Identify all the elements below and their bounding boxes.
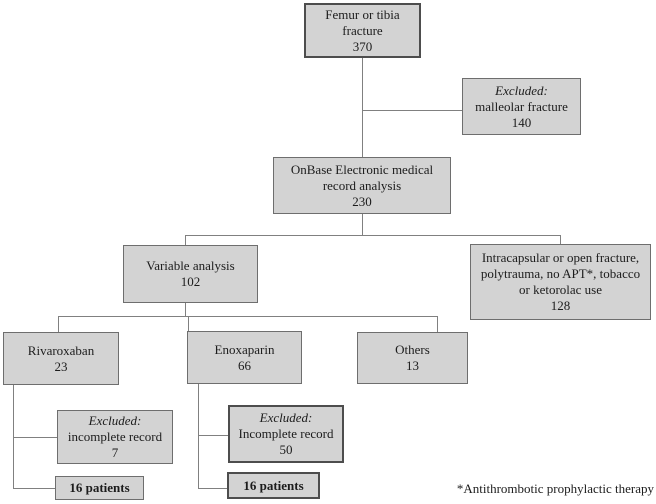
box-excluded-incomplete-50: Excluded: Incomplete record 50 [228, 405, 344, 463]
box-others: Others 13 [357, 332, 468, 384]
box-text-line: fracture [342, 22, 383, 38]
box-text-line: OnBase Electronic medical [290, 161, 434, 177]
box-count: 7 [111, 445, 119, 460]
box-excluded-incomplete-7: Excluded: incomplete record 7 [57, 410, 173, 464]
box-count: 128 [550, 298, 571, 313]
box-text-line: Enoxaparin [214, 341, 275, 357]
box-count: 66 [238, 357, 251, 373]
connector-drop-intracapsular [560, 235, 561, 244]
box-femur-tibia-fracture: Femur or tibia fracture 370 [304, 3, 421, 58]
box-text-line: polytrauma, no APT*, tobacco [480, 266, 641, 281]
connector-femur-to-onbase [362, 57, 363, 157]
box-excluded-malleolar: Excluded: malleolar fracture 140 [462, 78, 581, 135]
connector-onbase-down [362, 213, 363, 236]
box-onbase-record-analysis: OnBase Electronic medical record analysi… [273, 157, 451, 214]
connector-to-excluded-malleolar [362, 110, 462, 111]
box-enoxaparin: Enoxaparin 66 [187, 331, 302, 384]
excluded-label: Excluded: [88, 413, 142, 428]
connector-split-level3 [58, 316, 438, 317]
connector-enoxaparin-branch [198, 383, 199, 489]
box-text-line: 16 patients [243, 477, 304, 493]
box-count: 140 [511, 114, 532, 130]
excluded-label: Excluded: [259, 410, 313, 425]
box-count: 102 [180, 274, 201, 289]
box-text-line: malleolar fracture [475, 98, 568, 114]
box-intracapsular-exclusions: Intracapsular or open fracture, polytrau… [470, 244, 651, 320]
box-variable-analysis: Variable analysis 102 [123, 245, 258, 303]
connector-drop-variable [185, 235, 186, 245]
connector-drop-others [437, 316, 438, 332]
connector-rivaroxaban-branch [13, 384, 14, 489]
box-rivaroxaban: Rivaroxaban 23 [3, 332, 119, 385]
box-count: 23 [54, 358, 68, 374]
box-text-line: Intracapsular or open fracture, [481, 250, 640, 265]
box-count: 370 [352, 38, 373, 54]
connector-drop-rivaroxaban [58, 316, 59, 332]
box-text-line: Rivaroxaban [27, 342, 95, 358]
connector-to-excluded-50 [198, 435, 228, 436]
connector-to-excluded-7 [13, 437, 57, 438]
box-text-line: Others [395, 342, 430, 357]
box-text-line: incomplete record [67, 429, 163, 444]
box-text-line: or ketorolac use [518, 282, 603, 297]
box-count: 230 [352, 193, 372, 209]
connector-to-patients-left [13, 488, 55, 489]
connector-drop-enoxaparin [188, 316, 189, 331]
connector-to-patients-right [198, 488, 227, 489]
box-count: 50 [279, 442, 293, 457]
box-text-line: 16 patients [69, 480, 130, 495]
box-count: 13 [406, 358, 419, 373]
box-text-line: Variable analysis [146, 258, 235, 273]
box-text-line: Incomplete record [238, 426, 334, 441]
box-text-line: record analysis [322, 177, 402, 193]
excluded-label: Excluded: [495, 82, 548, 98]
box-16-patients-enoxaparin: 16 patients [227, 472, 320, 499]
footnote-apt-definition: *Antithrombotic prophylactic therapy [456, 481, 654, 496]
connector-variable-down [185, 302, 186, 316]
connector-split-level2 [185, 235, 561, 236]
box-16-patients-rivaroxaban: 16 patients [55, 476, 144, 500]
box-text-line: Femur or tibia [325, 6, 400, 22]
